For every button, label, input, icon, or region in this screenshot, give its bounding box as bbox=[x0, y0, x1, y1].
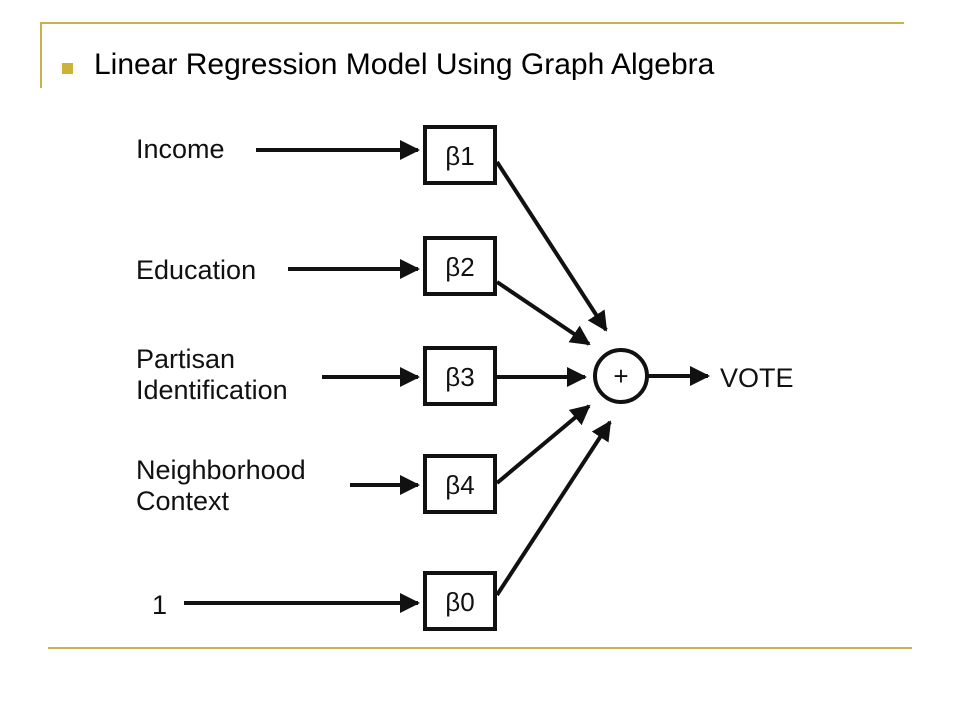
coefficient-box-b0 bbox=[423, 571, 497, 631]
input-label-neighborhood-context: Neighborhood Context bbox=[136, 455, 313, 516]
frame-top-rule bbox=[40, 22, 904, 24]
sum-node bbox=[593, 348, 649, 404]
coefficient-label-b2: β2 bbox=[445, 252, 474, 282]
edge-b1-to-sum bbox=[495, 160, 608, 332]
edge-b2-to-sum bbox=[495, 280, 591, 346]
bullet-icon bbox=[62, 63, 73, 74]
coefficient-label-b3: β3 bbox=[445, 362, 474, 392]
coefficient-label-b0: β0 bbox=[445, 587, 474, 617]
frame-bottom-rule bbox=[48, 647, 912, 649]
coefficient-box-b3 bbox=[423, 346, 497, 406]
coefficient-label-b4: β4 bbox=[445, 470, 474, 500]
input-label-constant: 1 bbox=[152, 590, 167, 620]
input-label-partisan-identification: Partisan Identification bbox=[136, 344, 288, 405]
coefficient-box-b1 bbox=[423, 125, 497, 185]
coefficient-label-b1: β1 bbox=[445, 141, 474, 171]
slide-title: Linear Regression Model Using Graph Alge… bbox=[94, 48, 715, 81]
edge-b4-to-sum bbox=[495, 404, 591, 485]
edge-b0-to-sum bbox=[495, 420, 612, 597]
input-label-income: Income bbox=[136, 134, 225, 164]
coefficient-box-b2 bbox=[423, 236, 497, 296]
sum-symbol: + bbox=[613, 361, 628, 391]
coefficient-box-b4 bbox=[423, 454, 497, 514]
frame-left-rule bbox=[40, 22, 42, 88]
output-label: VOTE bbox=[720, 363, 794, 393]
input-label-education: Education bbox=[136, 255, 256, 285]
